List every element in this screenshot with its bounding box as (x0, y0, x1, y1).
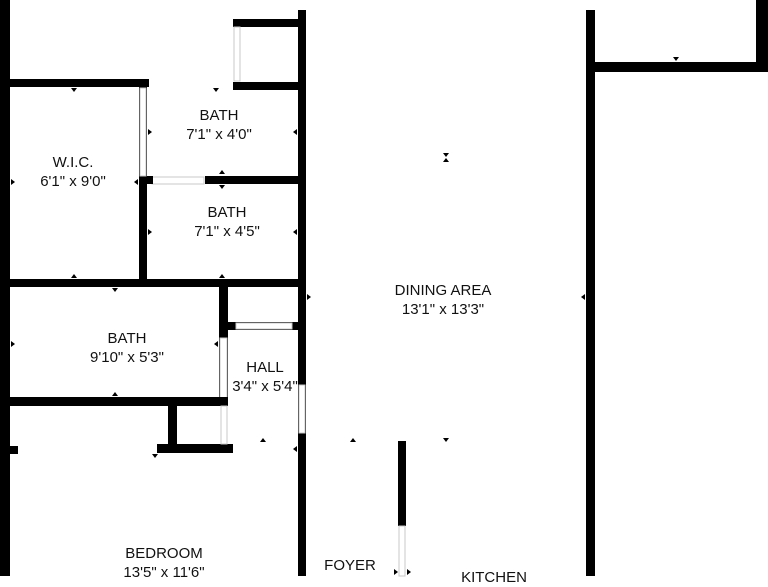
room-dimensions: 6'1" x 9'0" (40, 173, 106, 190)
tick (581, 294, 585, 300)
room-dimensions: 7'1" x 4'5" (194, 223, 260, 240)
tick (213, 88, 219, 92)
wall (10, 79, 149, 87)
room-name: BATH (107, 330, 147, 347)
room-label-foyer: FOYER (324, 556, 376, 575)
room-name: KITCHEN (461, 569, 527, 586)
doorway (139, 87, 147, 177)
tick (443, 153, 449, 157)
room-label-bedroom: BEDROOM 13'5" x 11'6" (123, 544, 204, 582)
wall (233, 82, 305, 90)
tick (673, 57, 679, 61)
tick (71, 274, 77, 278)
room-label-kitchen: KITCHEN (461, 568, 527, 587)
tick (293, 446, 297, 452)
wall (398, 441, 406, 526)
tick (112, 288, 118, 292)
tick (134, 179, 138, 185)
wall (168, 406, 177, 446)
room-name: BATH (199, 107, 239, 124)
wall (233, 19, 305, 27)
wall (147, 176, 153, 184)
wall (0, 0, 10, 576)
window (233, 26, 241, 82)
room-dimensions: 13'1" x 13'3" (401, 301, 485, 318)
wall (298, 10, 306, 576)
tick (443, 438, 449, 442)
room-label-dining-area: DINING AREA 13'1" x 13'3" (395, 281, 492, 319)
room-dimensions: 13'5" x 11'6" (123, 564, 205, 581)
room-label-bath-3: BATH 9'10" x 5'3" (90, 329, 164, 367)
wall (10, 446, 18, 454)
tick (219, 274, 225, 278)
tick (293, 129, 297, 135)
room-name: BATH (207, 204, 247, 221)
tick (152, 454, 158, 458)
wall (586, 10, 595, 576)
doorway (220, 405, 228, 445)
room-dimensions: 3'4" x 5'4" (232, 378, 298, 395)
tick (350, 438, 356, 442)
room-dimensions: 9'10" x 5'3" (90, 349, 164, 366)
tick (307, 294, 311, 300)
room-name: FOYER (324, 557, 376, 574)
wall (10, 279, 302, 287)
doorway (151, 176, 205, 185)
room-label-bath-1: BATH 7'1" x 4'0" (186, 106, 252, 144)
wall (595, 62, 768, 72)
tick (11, 179, 15, 185)
doorway (219, 337, 228, 399)
room-label-bath-2: BATH 7'1" x 4'5" (194, 203, 260, 241)
tick (394, 569, 398, 575)
doorway (298, 384, 306, 434)
tick (112, 392, 118, 396)
room-name: BEDROOM (125, 545, 203, 562)
doorway (235, 322, 293, 330)
tick (219, 170, 225, 174)
tick (214, 341, 218, 347)
wall (157, 444, 233, 453)
tick (293, 229, 297, 235)
tick (443, 158, 449, 162)
tick (260, 438, 266, 442)
wall (139, 87, 147, 287)
tick (148, 229, 152, 235)
wall (205, 176, 300, 184)
tick (71, 88, 77, 92)
tick (407, 569, 411, 575)
tick (148, 129, 152, 135)
room-name: DINING AREA (394, 282, 492, 299)
room-name: HALL (246, 359, 284, 376)
tick (219, 185, 225, 189)
room-name: W.I.C. (52, 154, 94, 171)
doorway (398, 525, 406, 577)
wall (10, 397, 228, 406)
room-dimensions: 7'1" x 4'0" (186, 126, 252, 143)
room-label-wic: W.I.C. 6'1" x 9'0" (40, 153, 106, 191)
tick (11, 341, 15, 347)
wall (756, 0, 768, 70)
room-label-hall: HALL 3'4" x 5'4" (232, 358, 298, 396)
dimension-ticks (11, 57, 679, 575)
